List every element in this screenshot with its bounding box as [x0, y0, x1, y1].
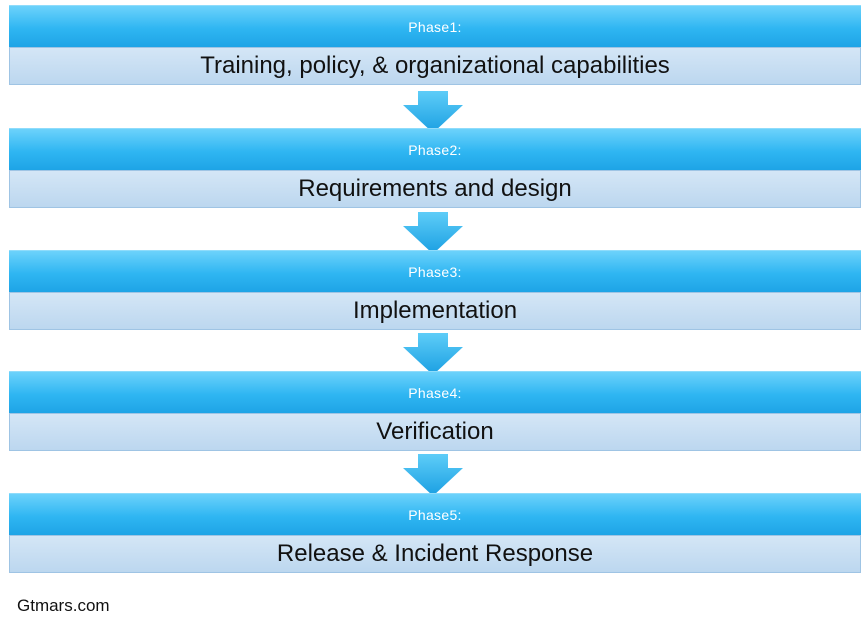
phase-3-label: Phase3:	[408, 264, 462, 280]
phase-3-header: Phase3:	[9, 250, 861, 292]
phase-1-header: Phase1:	[9, 5, 861, 47]
phase-1-label: Phase1:	[408, 19, 462, 35]
phase-5-label: Phase5:	[408, 507, 462, 523]
phase-1-box: Phase1: Training, policy, & organization…	[9, 5, 861, 85]
phase-3-title: Implementation	[352, 297, 518, 324]
phase-2-header: Phase2:	[9, 128, 861, 170]
phase-1-body: Training, policy, & organizational capab…	[9, 47, 861, 85]
footer-source-text: Gtmars.com	[17, 596, 110, 615]
phase-3-body: Implementation	[9, 292, 861, 330]
phase-2-label: Phase2:	[408, 142, 462, 158]
phase-2-title: Requirements and design	[298, 175, 572, 202]
phase-2-body: Requirements and design	[9, 170, 861, 208]
phase-5-header: Phase5:	[9, 493, 861, 535]
phase-5-box: Phase5: Release & Incident Response	[9, 493, 861, 573]
down-arrow-icon	[403, 91, 463, 133]
down-arrow-icon	[403, 212, 463, 254]
phase-4-label: Phase4:	[408, 385, 462, 401]
phase-4-body: Verification	[9, 413, 861, 451]
phase-5-body: Release & Incident Response	[9, 535, 861, 573]
phase-1-title: Training, policy, & organizational capab…	[200, 52, 670, 79]
phase-2-box: Phase2: Requirements and design	[9, 128, 861, 208]
phase-4-title: Verification	[376, 418, 494, 445]
down-arrow-icon	[403, 454, 463, 496]
phase-4-header: Phase4:	[9, 371, 861, 413]
phase-3-box: Phase3: Implementation	[9, 250, 861, 330]
phase-4-box: Phase4: Verification	[9, 371, 861, 451]
phase-5-title: Release & Incident Response	[276, 540, 594, 567]
down-arrow-icon	[403, 333, 463, 375]
